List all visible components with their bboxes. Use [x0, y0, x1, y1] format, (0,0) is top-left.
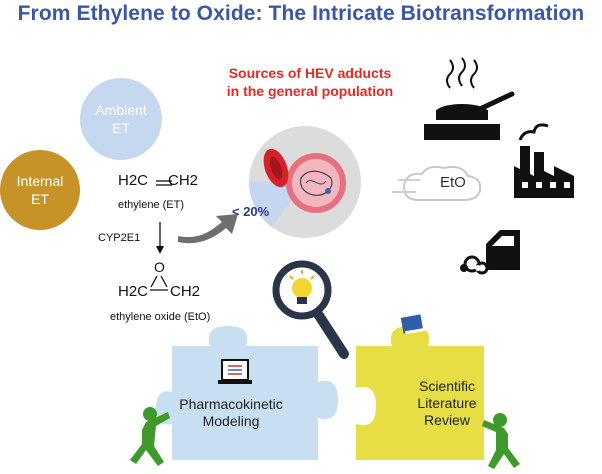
laptop-icon	[218, 359, 252, 384]
internal-line-2: ET	[31, 191, 49, 207]
epoxide-oxygen: O	[154, 259, 165, 275]
frying-pan-icon	[424, 57, 515, 140]
pushing-person-icon	[130, 407, 170, 466]
factory-icon	[514, 123, 574, 198]
sources-heading: Sources of HEV adducts in the general po…	[190, 64, 430, 100]
ethylene-formula: H2C CH2	[118, 172, 198, 189]
blood-pie-chart	[249, 126, 361, 238]
down-arrow-icon	[156, 246, 164, 254]
pk-line-2: Modeling	[202, 413, 260, 429]
fraction-label: < 20%	[232, 204, 270, 219]
sources-heading-line-1: Sources of HEV adducts	[228, 65, 392, 81]
internal-et-bubble: Internal ET	[0, 150, 80, 230]
epoxide-left: H2C	[118, 283, 149, 300]
ambient-et-bubble: Ambient ET	[80, 78, 162, 160]
smoke-cloud-icon	[392, 165, 482, 201]
puzzle-piece-literature	[356, 326, 484, 460]
epoxide-right: CH2	[170, 283, 201, 300]
book-icon	[400, 314, 426, 335]
ambient-line-1: Ambient	[95, 102, 147, 118]
pk-line-1: Pharmacokinetic	[179, 396, 283, 412]
ambient-line-2: ET	[112, 120, 130, 136]
ethylene-name: ethylene (ET)	[118, 199, 185, 211]
eto-source-label: EtO	[440, 174, 466, 191]
ethylene-right: CH2	[168, 172, 199, 189]
magnifier-lightbulb-icon	[272, 260, 349, 359]
literature-review-label: Scientific Literature Review	[398, 378, 496, 429]
ethylene-left: H2C	[118, 172, 149, 189]
sources-heading-line-2: in the general population	[226, 83, 394, 99]
ethylene-oxide-name: ethylene oxide (EtO)	[110, 311, 211, 323]
internal-line-1: Internal	[16, 173, 64, 189]
curved-arrow-icon	[178, 214, 238, 244]
lit-line-1: Scientific	[418, 378, 476, 394]
pharmacokinetic-label: Pharmacokinetic Modeling	[168, 396, 294, 430]
lit-line-2: Literature	[417, 395, 477, 411]
lit-line-3: Review	[424, 412, 470, 428]
car-exhaust-icon	[460, 230, 520, 275]
page-title: From Ethylene to Oxide: The Intricate Bi…	[17, 2, 585, 25]
puzzle-piece-pharmacokinetic	[156, 326, 338, 460]
enzyme-label: CYP2E1	[98, 232, 141, 244]
pushing-person-icon	[482, 413, 520, 469]
